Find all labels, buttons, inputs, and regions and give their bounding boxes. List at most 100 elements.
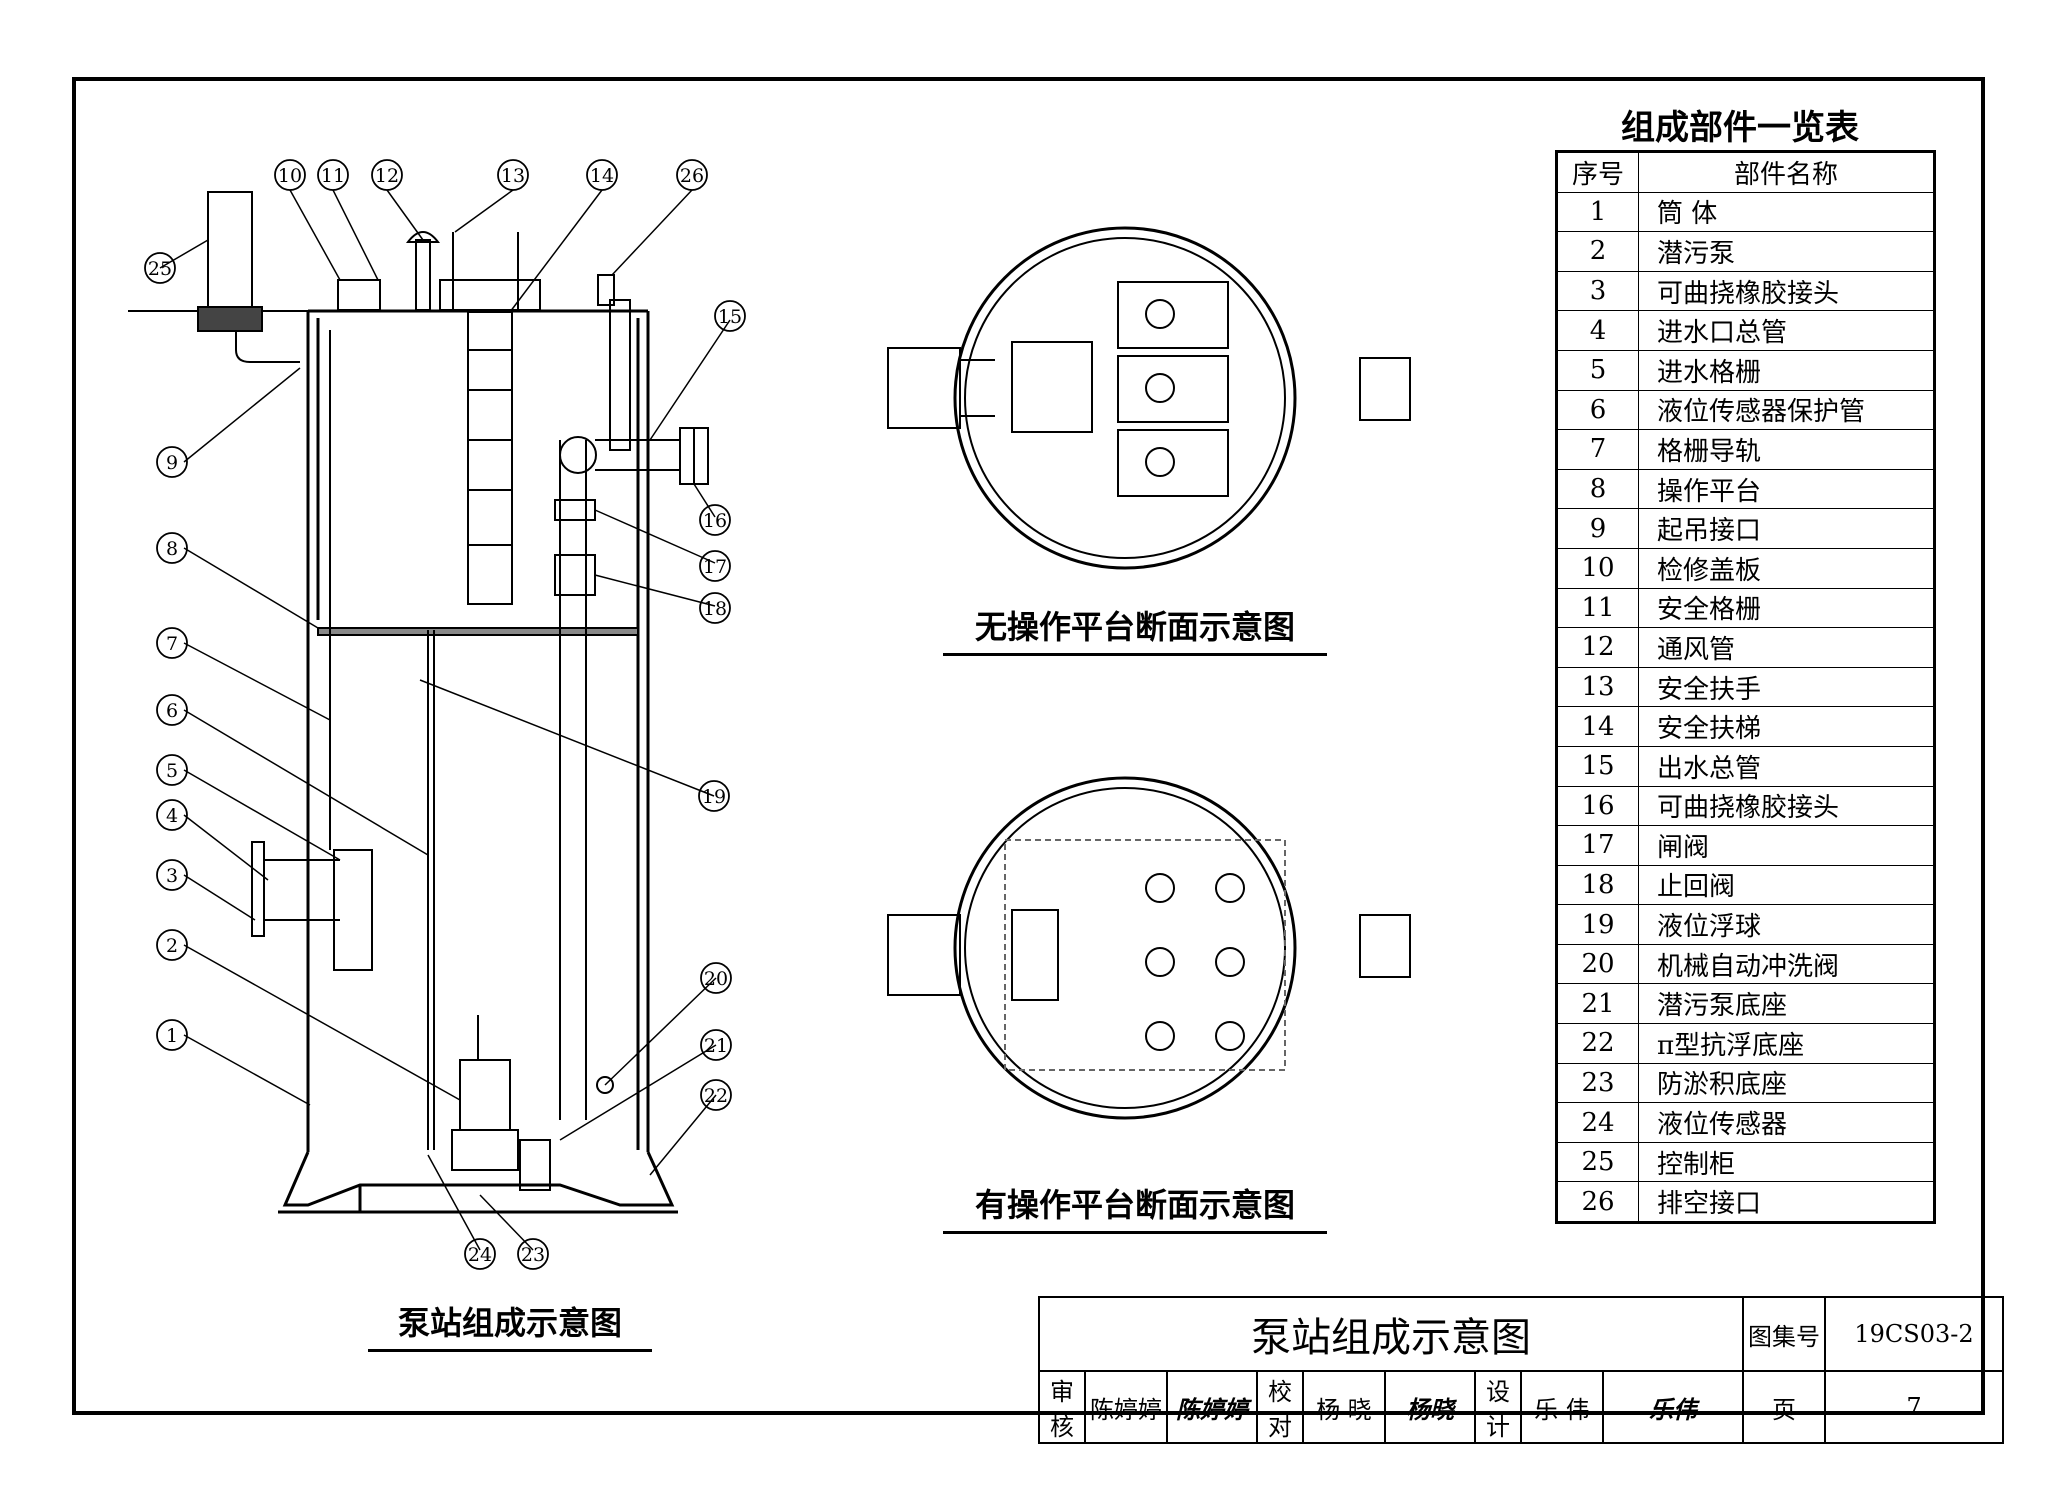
title-block: 泵站组成示意图 图集号 19CS03-2 审核 陈婷婷 陈婷婷 校对 杨 晓 杨… (1038, 1296, 2004, 1444)
part-name: 检修盖板 (1638, 547, 1935, 589)
part-name: 闸阀 (1638, 825, 1935, 866)
designer-signature: 乐伟 (1602, 1370, 1744, 1444)
part-name: π型抗浮底座 (1638, 1023, 1935, 1064)
part-number: 1 (1556, 191, 1639, 233)
callout-22: 22 (704, 1085, 728, 1107)
reviewer: 陈婷婷 (1084, 1370, 1168, 1444)
part-number: 6 (1556, 389, 1639, 431)
part-number: 14 (1556, 706, 1639, 747)
drawing-frame (72, 77, 1985, 1415)
callout-24: 24 (468, 1244, 492, 1266)
part-name: 安全扶梯 (1638, 706, 1935, 747)
part-number: 22 (1556, 1023, 1639, 1064)
callout-19: 19 (702, 786, 726, 808)
section-with-platform (887, 776, 1411, 1120)
callout-14: 14 (590, 165, 614, 187)
part-number: 11 (1556, 587, 1639, 629)
part-number: 17 (1556, 825, 1639, 866)
page-no: 7 (1824, 1370, 2004, 1444)
checker-signature: 杨晓 (1384, 1370, 1476, 1444)
part-number: 3 (1556, 270, 1639, 312)
part-number: 26 (1556, 1181, 1639, 1224)
part-number: 9 (1556, 508, 1639, 549)
part-number: 21 (1556, 983, 1639, 1025)
part-name: 可曲挠橡胶接头 (1638, 270, 1935, 312)
check-label: 校对 (1256, 1370, 1304, 1444)
part-number: 19 (1556, 904, 1639, 945)
callout-20: 20 (704, 968, 728, 990)
part-name: 筒 体 (1638, 191, 1935, 233)
callout-11: 11 (321, 165, 345, 187)
part-name: 液位浮球 (1638, 904, 1935, 945)
callout-5: 5 (166, 760, 178, 782)
callout-10: 10 (278, 165, 302, 187)
part-number: 24 (1556, 1102, 1639, 1143)
caption-main: 泵站组成示意图 (368, 1298, 652, 1352)
callout-circles (144, 159, 746, 1270)
atlas-no: 19CS03-2 (1824, 1296, 2004, 1372)
part-number: 2 (1556, 231, 1639, 272)
part-number: 13 (1556, 666, 1639, 708)
design-label: 设计 (1474, 1370, 1522, 1444)
callout-7: 7 (166, 633, 178, 655)
part-name: 起吊接口 (1638, 508, 1935, 549)
atlas-label: 图集号 (1742, 1296, 1826, 1372)
outlet-pipe (559, 427, 709, 1120)
part-number: 8 (1556, 468, 1639, 510)
safety-grate (439, 279, 541, 311)
part-number: 23 (1556, 1062, 1639, 1104)
callout-1: 1 (166, 1025, 178, 1047)
part-name: 潜污泵底座 (1638, 983, 1935, 1025)
part-name: 止回阀 (1638, 864, 1935, 906)
part-number: 20 (1556, 943, 1639, 985)
part-name: 防淤积底座 (1638, 1062, 1935, 1104)
inlet-grate (333, 849, 373, 971)
part-name: 通风管 (1638, 627, 1935, 668)
checker: 杨 晓 (1302, 1370, 1386, 1444)
designer: 乐 伟 (1520, 1370, 1604, 1444)
part-number: 12 (1556, 627, 1639, 668)
control-cabinet (207, 191, 253, 308)
part-name: 潜污泵 (1638, 231, 1935, 272)
callout-9: 9 (166, 452, 178, 474)
part-number: 10 (1556, 547, 1639, 589)
parts-col-no: 序号 (1556, 151, 1639, 193)
submersible-pump (451, 1015, 551, 1191)
callout-16: 16 (703, 510, 727, 532)
part-name: 可曲挠橡胶接头 (1638, 785, 1935, 827)
caption-section-with-platform: 有操作平台断面示意图 (943, 1180, 1327, 1234)
callout-8: 8 (166, 538, 178, 560)
part-name: 液位传感器保护管 (1638, 389, 1935, 431)
part-number: 5 (1556, 349, 1639, 391)
section-no-platform (887, 226, 1411, 570)
callout-26: 26 (680, 165, 704, 187)
vent-pipe (415, 239, 431, 311)
tank-body (278, 309, 678, 1214)
drain-valve (597, 274, 615, 306)
callout-3: 3 (166, 865, 178, 887)
part-name: 控制柜 (1638, 1141, 1935, 1183)
page-label: 页 (1742, 1370, 1826, 1444)
part-number: 7 (1556, 429, 1639, 470)
callout-21: 21 (704, 1035, 728, 1057)
part-number: 4 (1556, 310, 1639, 351)
